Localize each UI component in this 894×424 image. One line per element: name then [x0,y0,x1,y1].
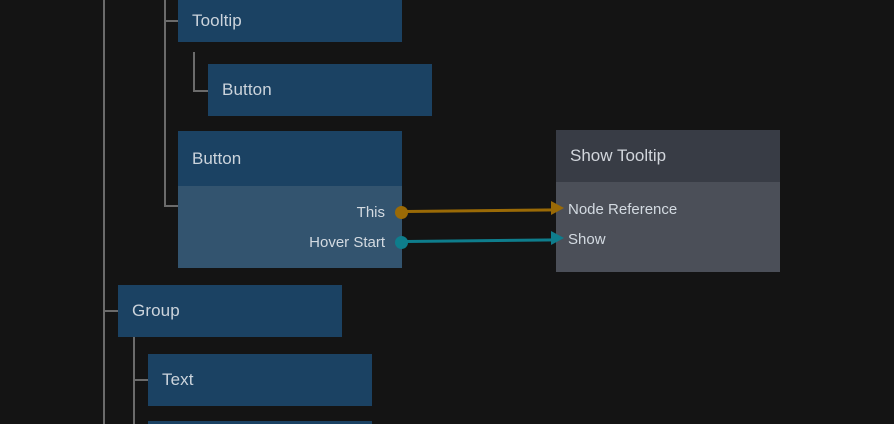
graph-node-button[interactable]: Button [178,131,402,268]
output-pin-row-this[interactable]: This [262,203,408,221]
tree-elbow-tooltip-child [193,52,210,92]
tree-node-partial-bottom[interactable] [148,421,372,424]
tree-branch-tooltip [164,20,178,22]
wire-this-to-node-reference[interactable] [405,208,559,213]
tree-node-button-child-label: Button [208,64,432,116]
graph-node-show-tooltip-title: Show Tooltip [556,130,780,182]
tree-node-group[interactable]: Group [118,285,342,337]
input-pin-row-node-reference[interactable]: Node Reference [568,200,678,218]
output-pin-label-this: This [356,203,385,221]
tree-node-partial-bottom-label [148,421,372,424]
output-pin-label-hover-start: Hover Start [309,233,385,251]
output-pin-dot-this[interactable] [395,205,408,219]
tree-branch-group [103,310,118,312]
tree-node-text[interactable]: Text [148,354,372,406]
wire-hover-start-to-show[interactable] [405,238,559,243]
output-pin-dot-hover-start[interactable] [395,235,408,249]
wire-arrowhead-node-reference [551,201,564,215]
input-pin-row-show[interactable]: Show [568,230,606,248]
tree-node-tooltip-label: Tooltip [178,0,402,42]
tree-branch-button-node [164,205,178,207]
output-pin-row-hover-start[interactable]: Hover Start [262,233,408,251]
wire-arrowhead-show [551,231,564,245]
input-pin-label-show: Show [568,230,606,248]
tree-node-tooltip[interactable]: Tooltip [178,0,402,42]
tree-node-button-child[interactable]: Button [208,64,432,116]
input-pin-label-node-reference: Node Reference [568,200,678,218]
tree-branch-text [133,379,148,381]
tree-node-group-label: Group [118,285,342,337]
graph-node-button-title: Button [178,131,402,186]
tree-rail-tooltip-siblings [164,0,166,207]
tree-node-text-label: Text [148,354,372,406]
graph-node-show-tooltip[interactable]: Show Tooltip [556,130,780,272]
graph-node-button-body [178,186,402,268]
tree-rail-root [103,0,105,424]
graph-node-show-tooltip-body [556,182,780,272]
